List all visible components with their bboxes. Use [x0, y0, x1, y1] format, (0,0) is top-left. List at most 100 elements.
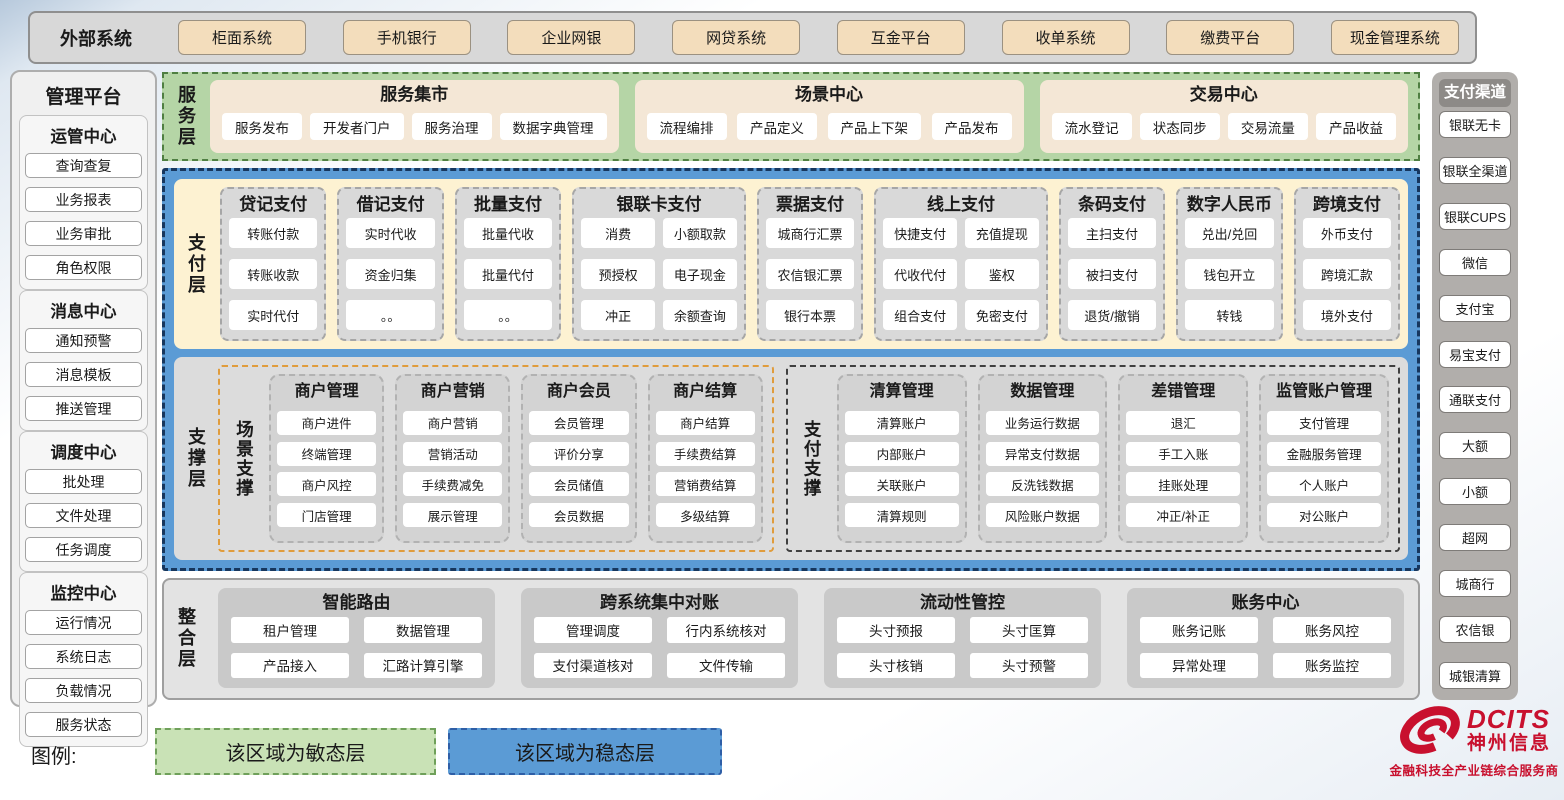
- payment-channels-panel: 支付渠道 银联无卡 银联全渠道 银联CUPS 微信 支付宝 易宝支付 通联支付 …: [1432, 72, 1518, 700]
- dcits-logo: DCITS 神州信息 金融科技全产业链综合服务商: [1388, 702, 1560, 779]
- integration-layer-label: 整合层: [176, 606, 196, 670]
- integration-layer: 整合层 智能路由 租户管理 数据管理 产品接入 汇路计算引擎: [162, 578, 1420, 700]
- channel-box: 易宝支付: [1439, 340, 1511, 368]
- module-box: 开发者门户: [310, 113, 404, 140]
- module-box: 产品发布: [931, 113, 1012, 140]
- payment-column-items: 消费 小额取款 预授权 电子现金 冲正 余额查询: [581, 218, 737, 330]
- dcits-logo-row: DCITS 神州信息: [1397, 702, 1551, 758]
- stable-layer-container: 支付层 贷记支付 转账付款 转账收款 实时代付: [162, 168, 1420, 571]
- payment-column-items: 批量代收 批量代付 。。: [463, 218, 553, 330]
- external-system-box: 收单系统: [1001, 20, 1130, 55]
- integration-group-title: 智能路由: [322, 593, 391, 612]
- module-box: 会员管理: [529, 410, 629, 435]
- payment-layer: 支付层 贷记支付 转账付款 转账收款 实时代付: [174, 179, 1408, 349]
- payment-columns: 贷记支付 转账付款 转账收款 实时代付 借记支: [220, 187, 1401, 341]
- support-group: 监管账户管理 支付管理 金融服务管理 个人账户: [1259, 374, 1389, 543]
- payment-column-title: 条码支付: [1078, 195, 1147, 214]
- management-groups: 运管中心 查询查复 业务报表 业务审批 角色权限: [19, 115, 148, 747]
- module-box: 产品上下架: [827, 113, 922, 140]
- payment-column: 线上支付 快捷支付 充值提现 代收代付 鉴权: [874, 187, 1048, 341]
- module-box: 头寸核销: [837, 652, 955, 678]
- support-sections: 场景支撑 商户管理 商户进件 终端管理: [218, 365, 1400, 552]
- management-group: 运管中心 查询查复 业务报表 业务审批 角色权限: [19, 115, 148, 290]
- module-box: 运行情况: [25, 610, 142, 635]
- module-box: 农信银汇票: [765, 259, 855, 289]
- channel-box: 支付宝: [1439, 294, 1511, 322]
- support-group: 商户会员 会员管理 评价分享 会员储值: [521, 374, 637, 543]
- support-layer-label: 支撑层: [186, 427, 206, 490]
- module-box: 营销费结算: [655, 472, 755, 497]
- channel-box: 城银清算: [1439, 661, 1511, 689]
- service-center-items: 流程编排 产品定义 产品上下架 产品发布: [646, 108, 1012, 145]
- external-system-box: 网贷系统: [672, 20, 801, 55]
- module-box: 预授权: [581, 259, 656, 289]
- module-box: 会员数据: [529, 503, 629, 528]
- module-box: 对公账户: [1267, 503, 1381, 528]
- legend-label: 图例:: [31, 746, 77, 768]
- integration-group-title: 跨系统集中对账: [600, 593, 719, 612]
- management-platform-panel: 管理平台 运管中心 查询查复 业务报表 业务审批 角色权限: [10, 70, 157, 747]
- payment-column-title: 票据支付: [776, 195, 845, 214]
- module-box: 鉴权: [965, 259, 1039, 289]
- integration-group-title: 账务中心: [1231, 593, 1300, 612]
- channel-box: 银联CUPS: [1439, 202, 1511, 230]
- module-box: 兑出/兑回: [1185, 218, 1274, 248]
- external-system-box: 企业网银: [507, 20, 636, 55]
- module-box: 头寸预警: [970, 652, 1088, 678]
- module-box: 清算账户: [844, 410, 959, 435]
- module-box: 实时代收: [346, 218, 435, 248]
- module-box: 支付渠道核对: [534, 652, 652, 678]
- module-box: 账务风控: [1273, 617, 1391, 643]
- support-group: 商户结算 商户结算 手续费结算 营销费结算: [647, 374, 763, 543]
- module-box: 充值提现: [965, 218, 1039, 248]
- payment-support-section: 支付支撑 清算管理 清算账户 内部账户: [785, 365, 1400, 552]
- support-group: 差错管理 退汇 手工入账 挂账处理: [1118, 374, 1249, 543]
- module-box: 银行本票: [765, 300, 855, 330]
- module-box: 角色权限: [25, 255, 142, 280]
- module-box: 手续费结算: [655, 441, 755, 466]
- module-box: 批处理: [25, 469, 142, 494]
- module-box: 交易流量: [1227, 113, 1308, 140]
- scene-support-section: 场景支撑 商户管理 商户进件 终端管理: [218, 365, 774, 552]
- module-box: 账务记账: [1140, 617, 1258, 643]
- module-box: 个人账户: [1267, 472, 1381, 497]
- support-group-items: 商户营销 营销活动 手续费减免 展示管理: [403, 404, 503, 534]
- module-box: 清算规则: [844, 503, 959, 528]
- module-box: 小额取款: [663, 218, 737, 248]
- module-box: 租户管理: [231, 617, 349, 643]
- module-box: 服务治理: [411, 113, 492, 140]
- payment-column-title: 贷记支付: [239, 195, 308, 214]
- module-box: 文件处理: [25, 503, 142, 528]
- module-box: 业务审批: [25, 221, 142, 246]
- payment-channels-title: 支付渠道: [1439, 79, 1511, 107]
- integration-group-items: 管理调度 行内系统核对 支付渠道核对 文件传输: [534, 617, 785, 678]
- module-box: 资金归集: [346, 259, 435, 289]
- module-box: 被扫支付: [1067, 259, 1157, 289]
- channel-box: 超网: [1439, 524, 1511, 552]
- payment-column-title: 跨境支付: [1312, 195, 1381, 214]
- module-box: 产品收益: [1316, 113, 1396, 140]
- module-box: 冲正/补正: [1126, 503, 1241, 528]
- payment-column-items: 城商行汇票 农信银汇票 银行本票: [765, 218, 855, 330]
- module-box: 产品定义: [737, 113, 818, 140]
- legend-agile-layer: 该区域为敏态层: [155, 728, 436, 775]
- module-box: 城商行汇票: [765, 218, 855, 248]
- channel-box: 通联支付: [1439, 386, 1511, 414]
- module-box: 管理调度: [534, 617, 652, 643]
- module-box: 业务报表: [25, 187, 142, 212]
- service-centers: 服务集市 服务发布 开发者门户 服务治理 数据字典管理: [210, 80, 1408, 153]
- integration-group: 跨系统集中对账 管理调度 行内系统核对 支付渠道核对 文件传输: [521, 588, 798, 688]
- module-box: 。。: [346, 300, 435, 330]
- external-system-box: 缴费平台: [1166, 20, 1295, 55]
- module-box: 组合支付: [883, 300, 958, 330]
- payment-column-title: 线上支付: [927, 195, 996, 214]
- payment-column-title: 银联卡支付: [616, 195, 702, 214]
- module-box: 汇路计算引擎: [364, 652, 482, 678]
- module-box: 。。: [463, 300, 553, 330]
- module-box: 跨境汇款: [1302, 259, 1392, 289]
- service-center-items: 服务发布 开发者门户 服务治理 数据字典管理: [222, 108, 607, 145]
- service-center-title: 服务集市: [380, 85, 449, 104]
- management-group-items: 查询查复 业务报表 业务审批 角色权限: [25, 153, 142, 280]
- module-box: 余额查询: [663, 300, 737, 330]
- module-box: 手续费减免: [403, 472, 503, 497]
